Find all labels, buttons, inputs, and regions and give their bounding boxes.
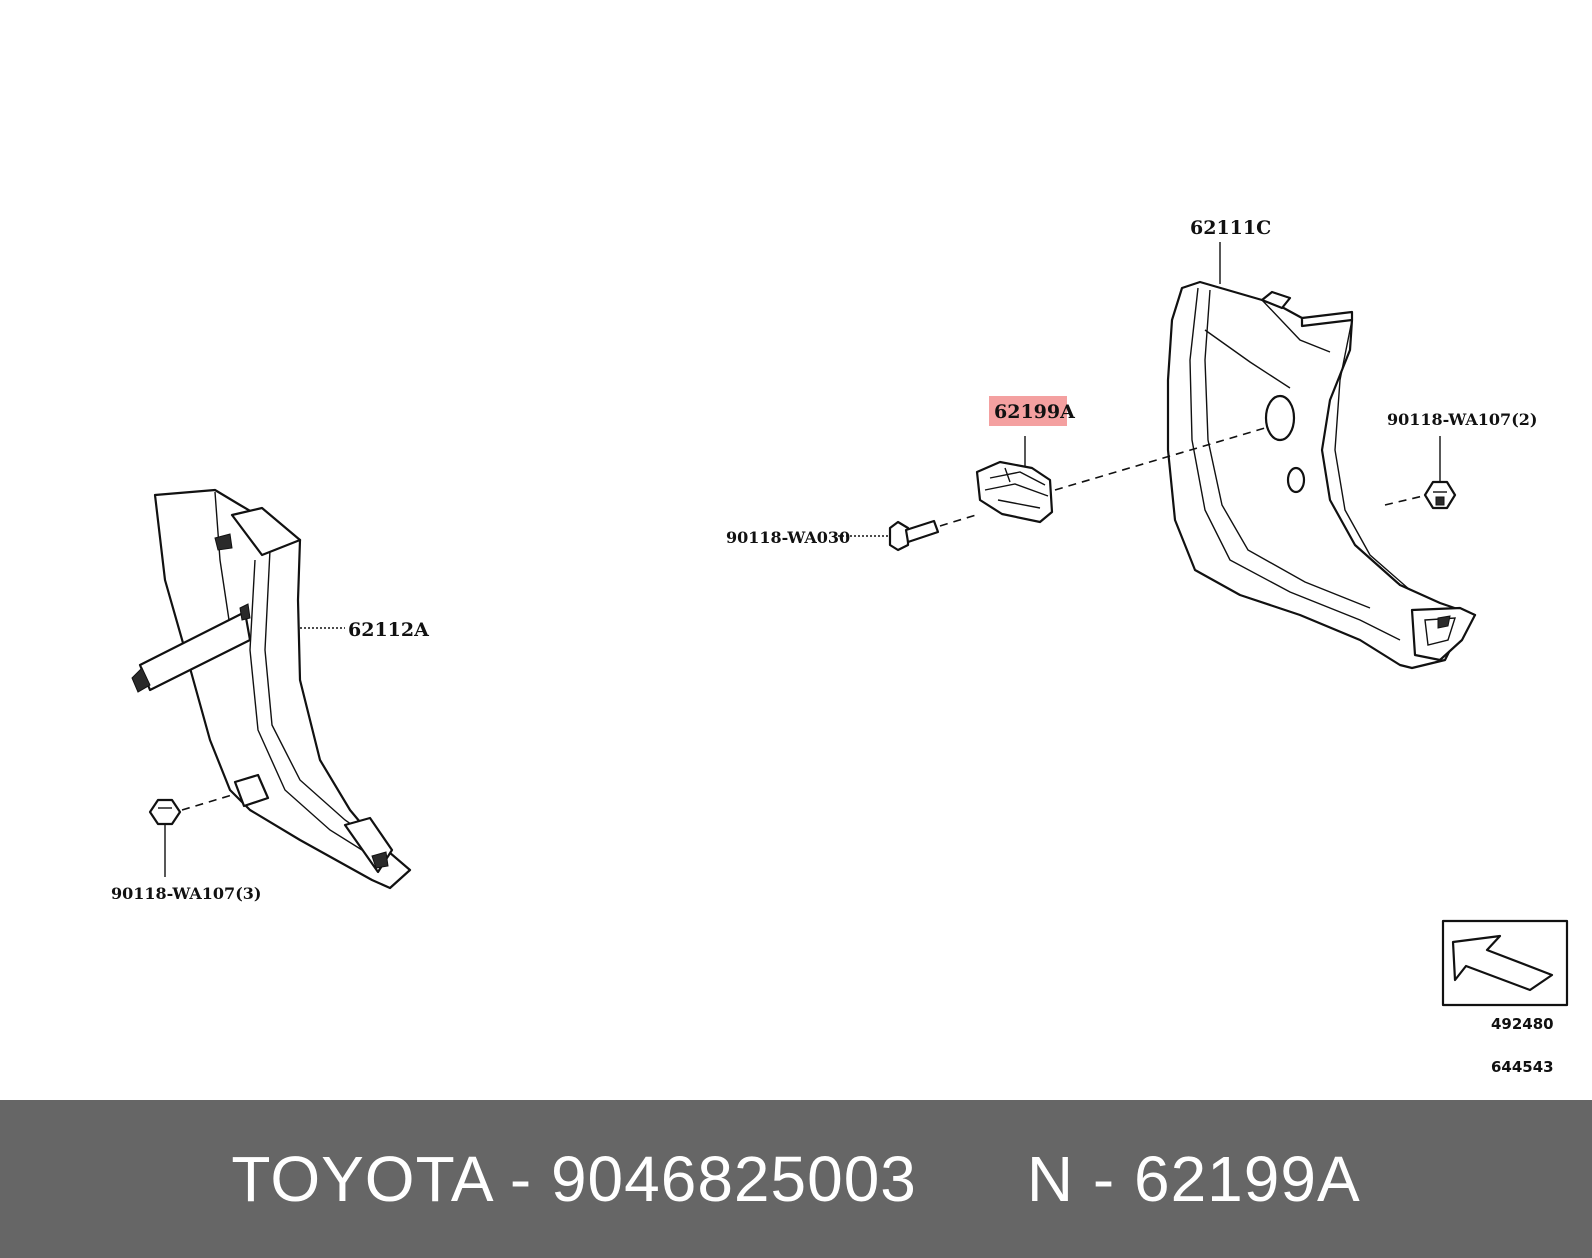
front-direction-arrow-icon	[1451, 934, 1554, 992]
exploded-parts-diagram: 62112A 90118-WA107(3)	[111, 217, 1569, 1076]
reference-number-bottom: 644543	[1491, 1058, 1554, 1076]
footer-part-number: TOYOTA - 9046825003	[231, 1143, 917, 1215]
screw-wa030-drawing	[838, 514, 977, 552]
label-90118-wa107-3[interactable]: 90118-WA107(3)	[111, 884, 261, 903]
label-62112a[interactable]: 62112A	[348, 619, 429, 641]
footer-diagram-ref: N - 62199A	[1026, 1143, 1361, 1215]
label-62111c[interactable]: 62111C	[1190, 217, 1271, 239]
label-90118-wa107-2[interactable]: 90118-WA107(2)	[1387, 410, 1537, 429]
clip-wa107-2-drawing	[1384, 436, 1457, 510]
part-62111c-drawing	[1166, 280, 1477, 670]
footer-banner: TOYOTA - 9046825003 N - 62199A	[0, 1100, 1592, 1258]
part-62112a-drawing	[131, 488, 412, 890]
reference-number-top: 492480	[1491, 1015, 1554, 1033]
label-62199a[interactable]: 62199A	[994, 401, 1075, 423]
clip-wa107-3-drawing	[148, 794, 233, 877]
label-62199a-highlight	[989, 396, 1067, 426]
part-62199a-drawing	[975, 427, 1266, 524]
direction-arrow-box	[1441, 919, 1569, 1007]
label-90118-wa030[interactable]: 90118-WA030	[726, 528, 850, 547]
